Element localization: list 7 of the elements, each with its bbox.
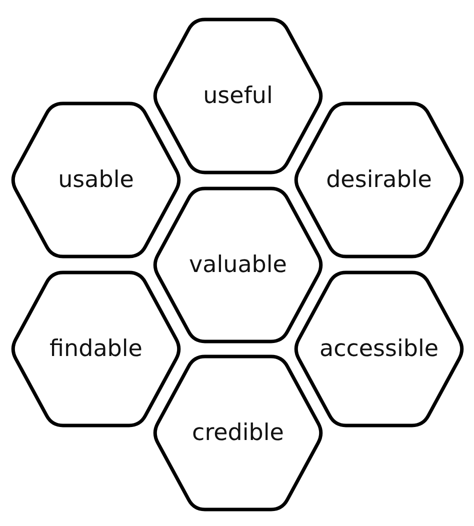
node-label: findable [50, 336, 142, 362]
node-label: valuable [189, 252, 287, 278]
node-label: useful [203, 82, 273, 110]
node-label: desirable [326, 166, 432, 194]
node-label: accessible [319, 336, 439, 362]
node-label: credible [192, 420, 284, 446]
node-label: usable [58, 166, 134, 194]
